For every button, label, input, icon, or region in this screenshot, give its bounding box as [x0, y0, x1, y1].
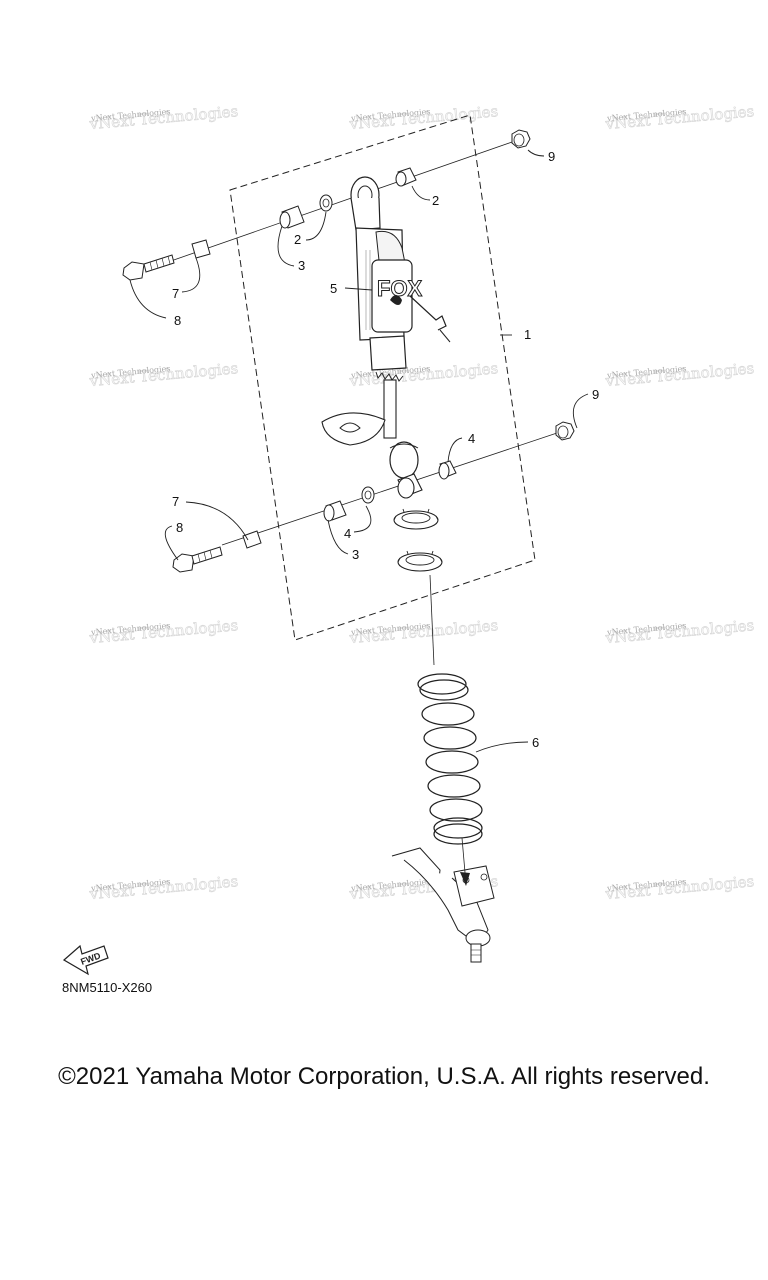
lower-arm-mount: [391, 837, 495, 963]
callout-6: 6: [532, 735, 539, 750]
lower-eyelet: [397, 473, 423, 499]
svg-text:FOX: FOX: [377, 276, 423, 301]
coil-spring: [417, 673, 483, 845]
callout-9-lower: 9: [592, 387, 599, 402]
spring-lock-nut-upper: [393, 508, 439, 530]
forward-direction-arrow: FWD: [62, 944, 109, 976]
spring-seat-stopper: [321, 412, 386, 446]
lower-collar-right: [438, 460, 457, 480]
callout-3-lower: 3: [352, 547, 359, 562]
upper-flange-nut: [511, 129, 531, 149]
lower-axis-line: [221, 431, 561, 546]
vertical-axis-line: [429, 574, 435, 666]
callout-7-lower: 7: [172, 494, 179, 509]
copyright-notice: ©2021 Yamaha Motor Corporation, U.S.A. A…: [58, 1063, 710, 1090]
callout-8-lower: 8: [176, 520, 183, 535]
diagram-part-code: 8NM5110-X260: [62, 980, 153, 995]
lower-collar-left: [361, 486, 375, 504]
lower-spacer: [323, 500, 347, 522]
callout-5: 5: [330, 281, 337, 296]
callout-3-upper: 3: [298, 258, 305, 273]
callout-8-upper: 8: [174, 313, 181, 328]
callout-4-left: 4: [344, 526, 351, 541]
upper-collar-right: [395, 167, 417, 187]
spring-lock-nut-lower: [397, 550, 443, 572]
callout-1: 1: [524, 327, 531, 342]
shock-absorber: FOX: [350, 176, 451, 479]
assembly-boundary: [229, 114, 536, 641]
upper-bolt: [122, 254, 175, 281]
upper-spacer: [279, 205, 305, 229]
lower-bolt: [172, 546, 223, 573]
upper-sleeve: [191, 239, 211, 259]
lower-sleeve: [242, 530, 262, 549]
callout-7-upper: 7: [172, 286, 179, 301]
upper-collar-left: [319, 194, 333, 212]
exploded-parts-diagram: vNext Technologies vNext Technologies vN…: [62, 102, 755, 976]
callout-4-right: 4: [468, 431, 475, 446]
leader-lines: [129, 149, 589, 753]
upper-axis-line: [167, 141, 513, 263]
lower-flange-nut: [555, 421, 575, 441]
callout-2-upper-right: 2: [432, 193, 439, 208]
callout-9-upper: 9: [548, 149, 555, 164]
callout-2-upper-left: 2: [294, 232, 301, 247]
